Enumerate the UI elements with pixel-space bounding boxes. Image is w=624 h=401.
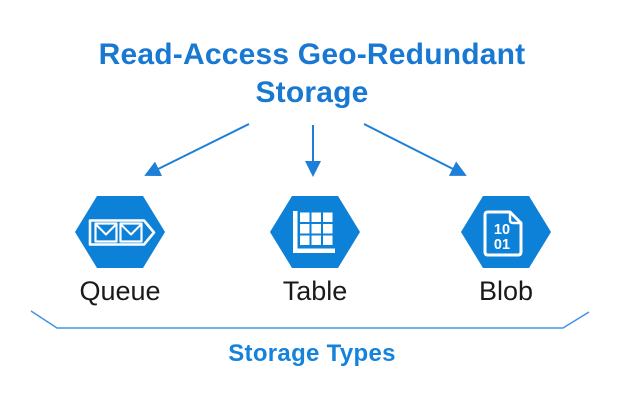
table-icon: [270, 196, 360, 268]
blob-label: Blob: [478, 276, 534, 306]
node-blob: 10 01 Blob: [446, 196, 566, 306]
node-table: Table: [255, 196, 375, 306]
arrow-to-queue: [144, 123, 250, 176]
node-queue: Queue: [60, 196, 180, 306]
blob-icon-text-line1: 10: [494, 222, 510, 238]
queue-icon: [75, 196, 165, 268]
storage-types-caption: Storage Types: [228, 340, 396, 367]
group-bracket: [30, 310, 590, 329]
page-title: Read-Access Geo-Redundant Storage: [0, 36, 624, 112]
arrow-to-blob: [363, 123, 467, 176]
table-label: Table: [282, 276, 348, 306]
blob-icon-text-line2: 01: [494, 237, 510, 253]
page-title-text: Read-Access Geo-Redundant Storage: [98, 38, 526, 109]
queue-label: Queue: [79, 276, 161, 306]
blob-icon: 10 01: [461, 196, 551, 268]
